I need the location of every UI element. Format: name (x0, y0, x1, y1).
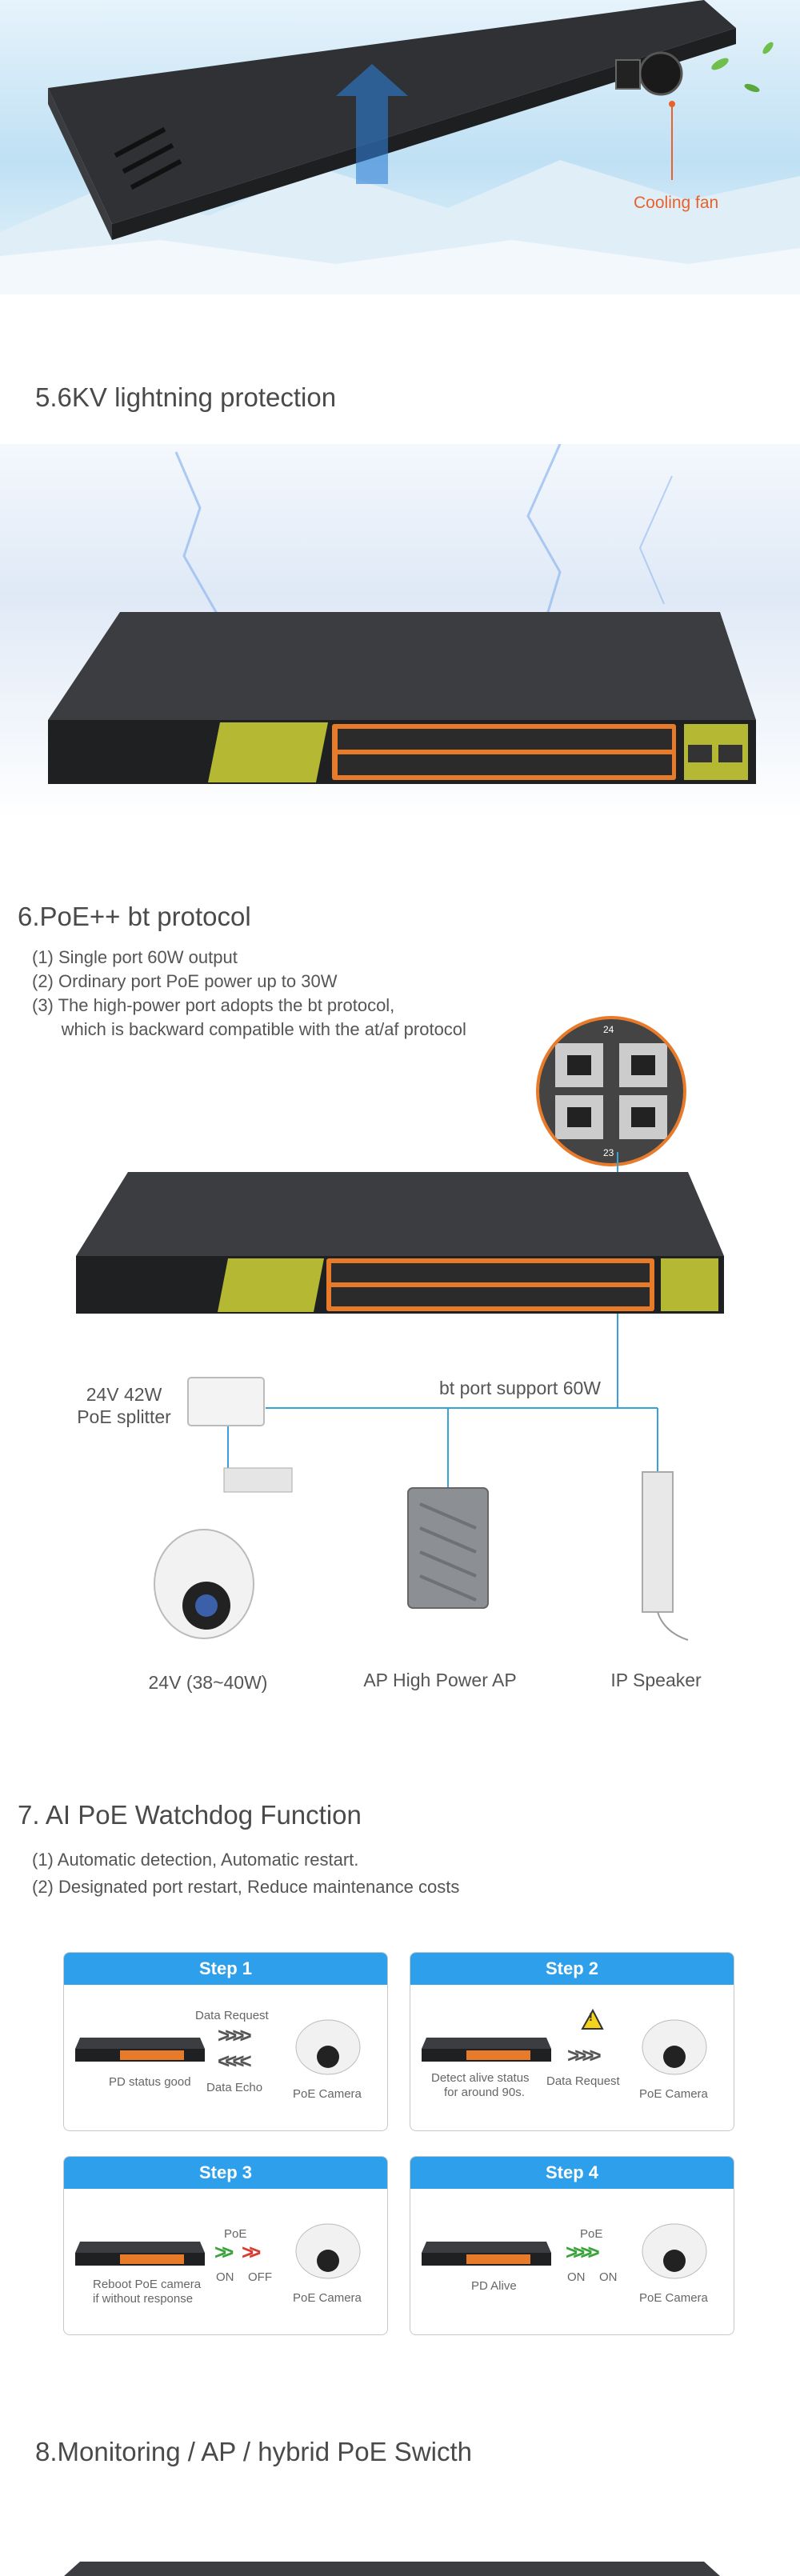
step-3-on: ON (216, 2270, 234, 2284)
monitoring-title: 8.Monitoring / AP / hybrid PoE Swicth (35, 2437, 472, 2466)
poe-bt-list: (1) Single port 60W output (2) Ordinary … (32, 944, 466, 1043)
step-4-on: ON (567, 2270, 586, 2284)
chevron-red-icon: >> (242, 2240, 262, 2264)
step-4-left: PD Alive (471, 2279, 517, 2293)
step-4-right: PoE Camera (639, 2291, 708, 2305)
chevron-right-icon: >>>> (567, 2043, 602, 2067)
step-3-off: OFF (248, 2270, 272, 2284)
step-card-1: Step 1 Data Request >>>> <<<< Data Echo … (63, 1952, 388, 2131)
step-4-heading: Step 4 (410, 2157, 734, 2189)
step-1-left: PD status good (109, 2075, 191, 2089)
step-1-bottom: Data Echo (206, 2081, 263, 2094)
poe-bt-title: 6.PoE++ bt protocol (18, 902, 251, 931)
poe-bt-item: (3) The high-power port adopts the bt pr… (32, 995, 395, 1015)
poe-bt-diagram (76, 1152, 724, 1641)
step-1-graphic (75, 2019, 361, 2075)
chevron-left-icon: <<<< (218, 2049, 252, 2073)
step-2-left-1: Detect alive status (431, 2071, 530, 2085)
watchdog-item: (2) Designated port restart, Reduce main… (32, 1877, 460, 1897)
warning-icon: ! (589, 2010, 593, 2024)
poe-bt-item: which is backward compatible with the at… (32, 1019, 466, 1039)
chevron-green-icon: >> (214, 2240, 234, 2264)
step-1-heading: Step 1 (64, 1953, 387, 1985)
step-3-poe: PoE (224, 2227, 247, 2241)
zoom-port-23: 23 (603, 1147, 614, 1158)
step-1-right: PoE Camera (293, 2087, 362, 2101)
step-3-graphic (75, 2223, 361, 2279)
step-2-heading: Step 2 (410, 1953, 734, 1985)
lightning-title: 5.6KV lightning protection (35, 382, 337, 412)
speaker-label: IP Speaker (610, 1670, 702, 1690)
hero-banner: Cooling fan (0, 0, 800, 294)
bt-port-label: bt port support 60W (439, 1378, 601, 1398)
step-2-left-2: for around 90s. (444, 2086, 525, 2099)
step-3-right: PoE Camera (293, 2291, 362, 2305)
switch-rear-image (0, 0, 800, 294)
cooling-fan-label: Cooling fan (634, 194, 719, 212)
chevron-green-icon: >>>> (566, 2240, 600, 2264)
step-card-4: Step 4 PoE >>>> ON ON PD Alive PoE Camer… (410, 2156, 734, 2335)
poe-bt-item: (1) Single port 60W output (32, 947, 238, 967)
step-4-graphic (422, 2223, 707, 2279)
port-zoom-circle: 24 23 (536, 1016, 686, 1166)
step-3-left-2: if without response (93, 2292, 194, 2306)
step-3-heading: Step 3 (64, 2157, 387, 2189)
monitoring-switch-image (64, 2562, 720, 2576)
step-2-graphic (422, 2008, 707, 2075)
step-4-on-2: ON (599, 2270, 618, 2284)
step-card-3: Step 3 PoE >> >> ON OFF Reboot PoE camer… (63, 2156, 388, 2335)
watchdog-item: (1) Automatic detection, Automatic resta… (32, 1850, 359, 1870)
lightning-image (0, 443, 800, 820)
step-1-top: Data Request (195, 2009, 269, 2022)
poe-bt-item: (2) Ordinary port PoE power up to 30W (32, 971, 338, 991)
step-2-right: PoE Camera (639, 2087, 708, 2101)
watchdog-list: (1) Automatic detection, Automatic resta… (32, 1846, 459, 1901)
ap-label: AP High Power AP (363, 1670, 517, 1690)
zoom-port-24: 24 (603, 1024, 614, 1035)
splitter-label-power: 24V 42W (86, 1384, 162, 1405)
chevron-right-icon: >>>> (218, 2023, 252, 2047)
splitter-label-name: PoE splitter (77, 1406, 171, 1427)
step-2-mid: Data Request (546, 2074, 620, 2088)
step-4-poe: PoE (580, 2227, 603, 2241)
watchdog-title: 7. AI PoE Watchdog Function (18, 1800, 362, 1830)
step-card-2: Step 2 ! >>>> Data Request Detect alive … (410, 1952, 734, 2131)
step-3-left-1: Reboot PoE camera (93, 2278, 202, 2291)
camera-label: 24V (38~40W) (148, 1672, 268, 1693)
